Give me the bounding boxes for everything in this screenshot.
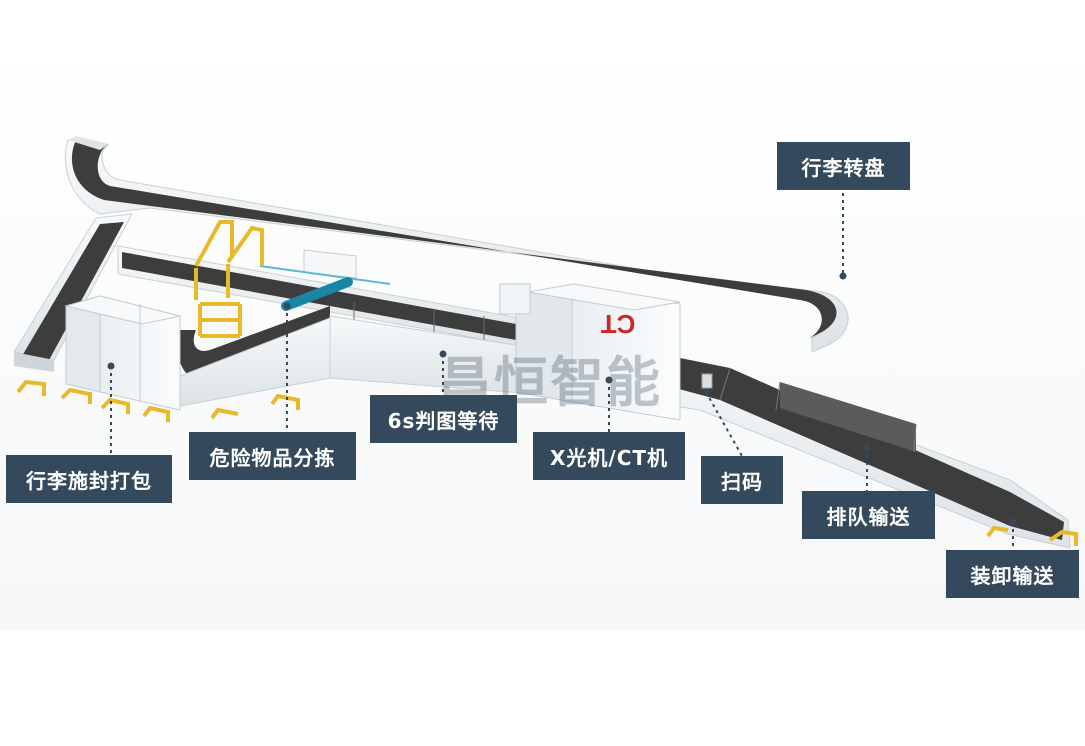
label-baggage-wrapping: 行李施封打包 (6, 455, 172, 503)
label-xray-ct-machine: X光机/CT机 (533, 432, 685, 480)
ct-machine: CT (499, 283, 681, 421)
baggage-carousel (64, 136, 849, 353)
sorter-arm (259, 265, 391, 311)
label-baggage-carousel: 行李转盘 (777, 142, 910, 190)
wrapping-machines (64, 295, 181, 411)
yellow-guard-rails (16, 220, 1078, 546)
left-feeder-belt (13, 213, 133, 372)
label-loading-conveyor: 装卸输送 (946, 550, 1079, 598)
label-dangerous-goods-sorting: 危险物品分拣 (189, 432, 356, 480)
label-barcode-scan: 扫码 (701, 456, 783, 504)
leader-dots (107, 272, 1017, 526)
sorting-box (303, 249, 357, 279)
queue-conveyor (559, 339, 1071, 549)
label-image-judgement-wait: 6s判图等待 (370, 395, 517, 443)
leader-lines (110, 193, 1014, 550)
ct-machine-text: CT (601, 309, 636, 339)
label-queue-conveyor: 排队输送 (802, 491, 935, 539)
